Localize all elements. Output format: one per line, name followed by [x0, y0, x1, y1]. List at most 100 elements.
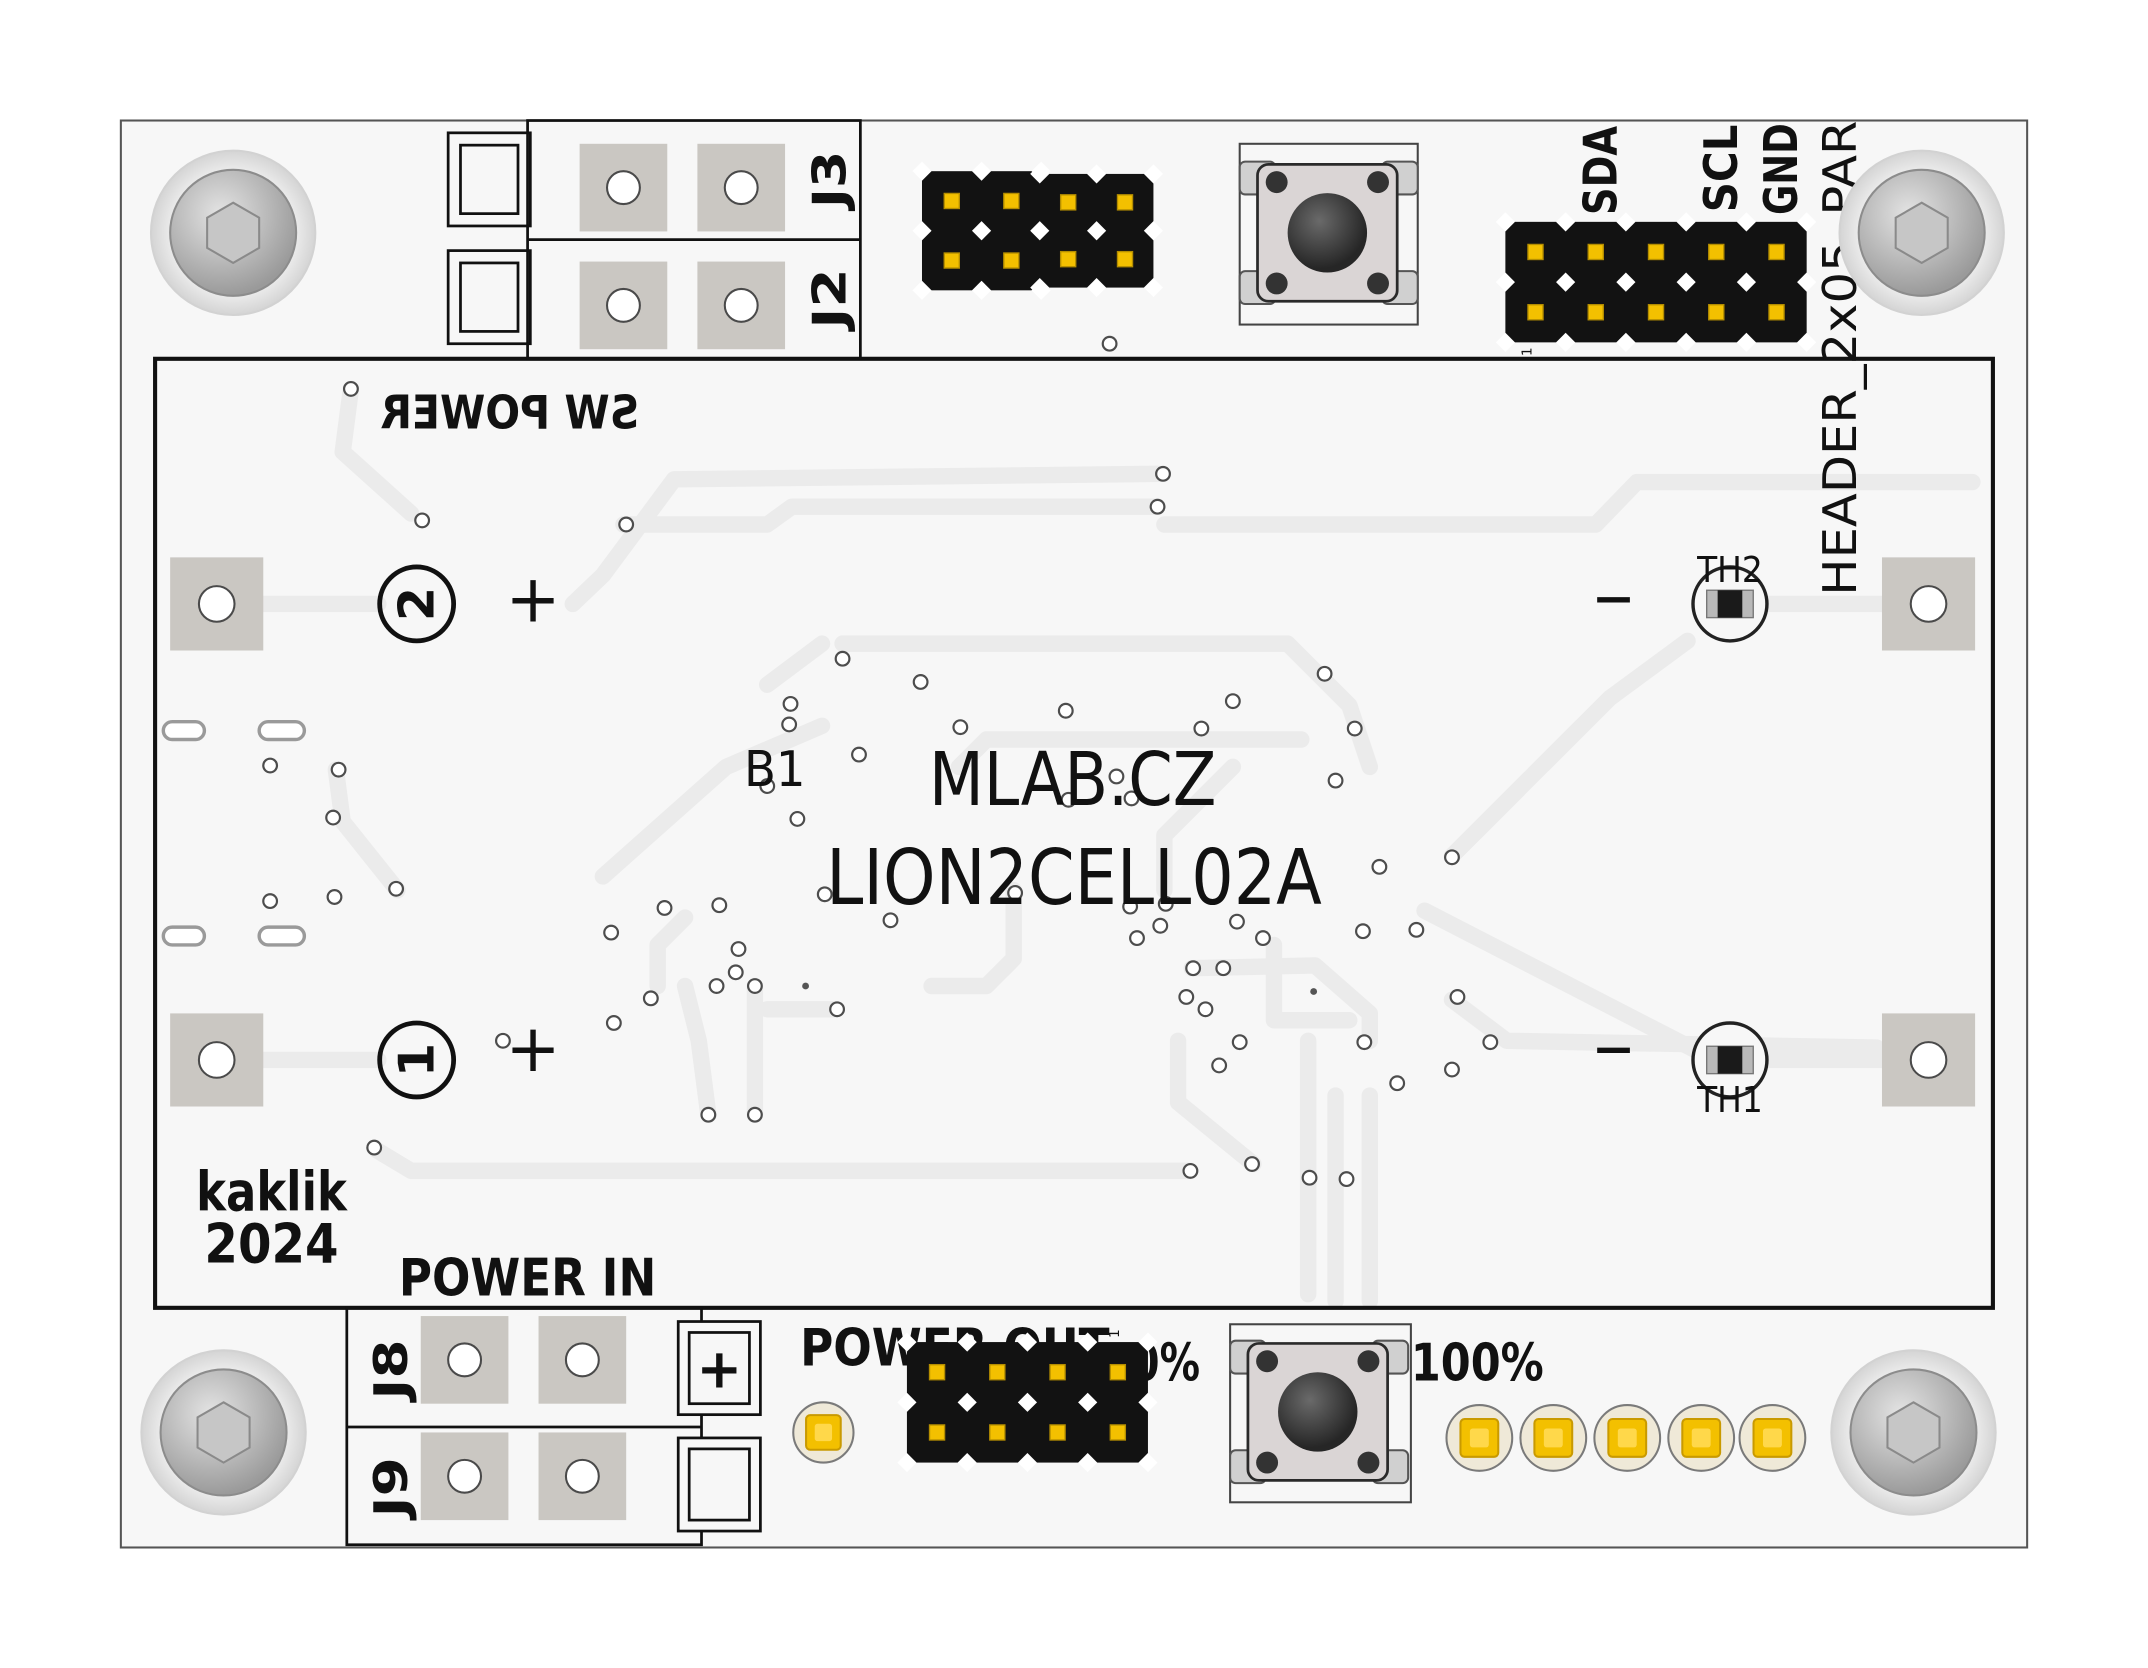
copper-trace	[1183, 957, 1379, 1050]
connector-j8-label: J8	[364, 1339, 418, 1403]
via	[1327, 772, 1344, 789]
header-pin	[943, 252, 960, 269]
via	[816, 886, 833, 903]
via	[834, 650, 851, 667]
via	[1155, 465, 1171, 482]
level-max-label: 100%	[1411, 1333, 1544, 1393]
header-pin	[1768, 304, 1785, 321]
header-gap	[1078, 1452, 1098, 1473]
header-pin	[1116, 250, 1134, 268]
via	[1229, 913, 1245, 930]
mounting-hole	[149, 149, 317, 317]
via	[789, 810, 806, 827]
via	[1444, 849, 1460, 866]
i2c-scl-label: SCL	[1694, 125, 1748, 213]
pad-hole	[197, 1041, 236, 1079]
cell-2-marker	[377, 564, 457, 644]
button-corner-dot	[1367, 272, 1389, 295]
thermistor-th2-label: TH2	[1696, 550, 1763, 591]
connector-j3-label: J3	[802, 151, 856, 212]
via	[1129, 930, 1145, 947]
pad-hole	[723, 287, 759, 323]
connector-j2-label: J2	[802, 268, 856, 332]
copper-trace	[1156, 758, 1242, 899]
via	[1007, 884, 1024, 901]
via	[1149, 498, 1166, 515]
header-gap	[1078, 1332, 1098, 1352]
board-name-label: LION2CELL02A	[826, 834, 1322, 923]
usb-slots	[161, 719, 307, 947]
copper-trace	[1443, 632, 1696, 865]
hex-socket-icon	[1886, 1401, 1941, 1464]
via	[1346, 720, 1363, 737]
connector-pad	[697, 261, 786, 350]
thermistor-body	[1717, 590, 1743, 618]
usb-slot	[161, 925, 207, 947]
header-pin	[989, 1363, 1006, 1381]
header-gap	[1087, 221, 1107, 241]
header-2x5	[1495, 212, 1817, 352]
header-pin	[1109, 1363, 1127, 1381]
pad-hole	[564, 1342, 600, 1378]
via	[1231, 1034, 1248, 1051]
usb-slot	[257, 719, 307, 742]
header-pin	[928, 1424, 946, 1441]
header-gap	[1017, 1332, 1038, 1352]
via	[605, 1015, 622, 1031]
header-gap	[1017, 1452, 1038, 1473]
cell-1-negative-label: −	[1592, 1010, 1636, 1087]
led	[792, 1401, 855, 1464]
via	[746, 1106, 763, 1123]
via	[262, 893, 279, 910]
button-corner-dot	[1357, 1451, 1380, 1474]
push-buttons	[1229, 142, 1419, 1504]
via	[1122, 898, 1139, 915]
via	[1449, 989, 1466, 1005]
via	[414, 512, 431, 529]
via	[494, 1032, 511, 1049]
cell-2-negative-label: −	[1592, 559, 1636, 636]
cell-1-positive-label: +	[506, 1010, 561, 1087]
battery-contact-pad	[1881, 557, 1976, 651]
thermistor-th1	[1691, 1021, 1769, 1099]
via	[781, 716, 798, 733]
connector-pad	[579, 261, 668, 350]
copper-trace	[1169, 1032, 1262, 1173]
connector-pad	[420, 1432, 509, 1521]
connector-latch	[676, 1436, 762, 1533]
via	[727, 964, 744, 981]
battery-holder-outline	[153, 356, 1995, 1310]
via	[1178, 989, 1195, 1005]
battery-contact-pad	[1881, 1013, 1976, 1107]
connector-latch-inner	[459, 261, 520, 333]
hex-socket-icon	[196, 1401, 251, 1464]
led	[1667, 1404, 1736, 1472]
button-cap	[1287, 193, 1368, 273]
via	[1215, 960, 1232, 977]
copper-trace	[759, 635, 831, 693]
via	[829, 1001, 846, 1018]
header-pin	[1708, 304, 1725, 321]
connector-polarity-label: +	[696, 1336, 742, 1400]
header-pin	[1527, 304, 1544, 321]
via	[1408, 921, 1425, 938]
via	[1185, 960, 1202, 977]
via	[603, 924, 620, 941]
connector-latch-inner	[459, 143, 520, 216]
pin1-marker: 1	[1107, 1329, 1123, 1338]
connector-latch-inner	[687, 1447, 751, 1522]
header-pin	[1059, 194, 1077, 211]
copper-trace	[923, 881, 1022, 995]
header-pin	[928, 1363, 946, 1381]
via	[1108, 768, 1125, 785]
header-gap	[1087, 164, 1107, 184]
button-corner-dot	[1256, 1350, 1279, 1373]
via	[700, 1106, 717, 1123]
pad-hole	[1909, 585, 1948, 623]
pad-hole	[605, 170, 641, 206]
copper-trace	[950, 731, 1310, 776]
via	[642, 990, 659, 1007]
via	[730, 941, 747, 957]
header-2x2	[912, 161, 1051, 300]
via	[952, 719, 969, 736]
